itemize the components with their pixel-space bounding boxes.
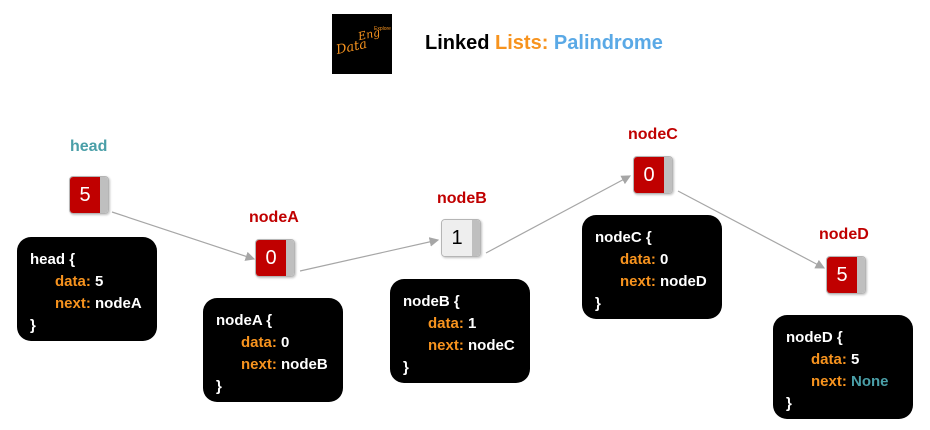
title-word-linked: Linked <box>425 32 490 54</box>
card-data-key: data: <box>428 315 464 332</box>
card-open-brace: { <box>69 251 76 268</box>
node-pointer-cell <box>472 220 480 256</box>
card-line-data: data: 0 <box>595 249 722 271</box>
page-title: Linked Lists: Palindrome <box>425 32 663 55</box>
arrow-nodeB-to-nodeC <box>485 175 632 254</box>
node-value: 1 <box>442 220 472 256</box>
node-label-nodeC-text: nodeC <box>628 126 678 143</box>
logo-small-text: Explore <box>374 26 391 32</box>
card-name: nodeD <box>786 329 833 346</box>
code-card-nodeB: nodeB { data: 1 next: nodeC } <box>390 279 530 383</box>
node-pointer-cell <box>664 157 672 193</box>
card-data-key: data: <box>241 334 277 351</box>
card-name: nodeB <box>403 293 450 310</box>
card-line-next: next: nodeC <box>403 335 530 357</box>
card-line-open: nodeB { <box>403 291 530 313</box>
node-box-nodeD: 5 <box>826 256 866 294</box>
card-data-key: data: <box>55 273 91 290</box>
node-label-head-text: head <box>70 138 108 155</box>
node-value: 0 <box>256 240 286 276</box>
card-data-value: 5 <box>95 273 104 290</box>
node-value: 0 <box>634 157 664 193</box>
card-open-brace: { <box>645 229 652 246</box>
card-name: nodeA <box>216 312 263 329</box>
node-label-nodeD-text: nodeD <box>819 226 869 243</box>
dataeng-logo: Explore Eng Data <box>332 14 392 74</box>
title-word-lists: Lists: <box>495 32 549 54</box>
card-open-brace: { <box>453 293 460 310</box>
card-line-close: } <box>30 317 36 334</box>
node-box-head: 5 <box>69 176 109 214</box>
arrow-nodeC-to-nodeD <box>677 190 826 269</box>
node-pointer-cell <box>286 240 294 276</box>
node-pointer-cell <box>857 257 865 293</box>
node-label-nodeC: nodeC <box>628 126 678 144</box>
code-card-nodeD: nodeD { data: 5 next: None } <box>773 315 913 419</box>
card-next-value: nodeC <box>468 337 515 354</box>
card-data-value: 0 <box>281 334 290 351</box>
card-data-value: 5 <box>851 351 860 368</box>
title-word-palindrome: Palindrome <box>553 32 663 54</box>
card-line-next: next: nodeB <box>216 354 343 376</box>
card-next-value: nodeB <box>281 356 328 373</box>
card-name: nodeC <box>595 229 642 246</box>
node-label-nodeA: nodeA <box>249 209 299 227</box>
card-next-value: nodeA <box>95 295 142 312</box>
card-open-brace: { <box>836 329 843 346</box>
card-next-key: next: <box>811 373 847 390</box>
card-next-value: nodeD <box>660 273 707 290</box>
card-line-next: next: None <box>786 371 913 393</box>
card-open-brace: { <box>266 312 273 329</box>
card-name: head <box>30 251 66 268</box>
node-box-nodeB: 1 <box>441 219 481 257</box>
card-line-open: head { <box>30 249 157 271</box>
card-data-value: 0 <box>660 251 669 268</box>
card-line-open: nodeD { <box>786 327 913 349</box>
card-line-open: nodeC { <box>595 227 722 249</box>
node-box-nodeA: 0 <box>255 239 295 277</box>
arrow-nodeA-to-nodeB <box>299 237 440 272</box>
node-value: 5 <box>827 257 857 293</box>
card-data-key: data: <box>620 251 656 268</box>
node-label-nodeB-text: nodeB <box>437 190 487 207</box>
card-next-key: next: <box>55 295 91 312</box>
code-card-nodeC: nodeC { data: 0 next: nodeD } <box>582 215 722 319</box>
card-line-data: data: 1 <box>403 313 530 335</box>
card-data-key: data: <box>811 351 847 368</box>
node-pointer-cell <box>100 177 108 213</box>
card-line-data: data: 0 <box>216 332 343 354</box>
card-next-key: next: <box>428 337 464 354</box>
card-next-key: next: <box>241 356 277 373</box>
card-line-data: data: 5 <box>786 349 913 371</box>
card-next-value: None <box>851 373 889 390</box>
card-line-close: } <box>216 378 222 395</box>
card-line-next: next: nodeA <box>30 293 157 315</box>
card-line-next: next: nodeD <box>595 271 722 293</box>
node-label-nodeD: nodeD <box>819 226 869 244</box>
node-label-head: head <box>70 138 107 156</box>
code-card-nodeA: nodeA { data: 0 next: nodeB } <box>203 298 343 402</box>
card-line-close: } <box>595 295 601 312</box>
card-data-value: 1 <box>468 315 477 332</box>
node-box-nodeC: 0 <box>633 156 673 194</box>
card-next-key: next: <box>620 273 656 290</box>
card-line-close: } <box>403 359 409 376</box>
card-line-open: nodeA { <box>216 310 343 332</box>
arrow-head-to-nodeA <box>111 211 256 261</box>
node-label-nodeB: nodeB <box>437 190 487 208</box>
card-line-data: data: 5 <box>30 271 157 293</box>
code-card-head: head { data: 5 next: nodeA } <box>17 237 157 341</box>
card-line-close: } <box>786 395 792 412</box>
node-label-nodeA-text: nodeA <box>249 209 299 226</box>
node-value: 5 <box>70 177 100 213</box>
